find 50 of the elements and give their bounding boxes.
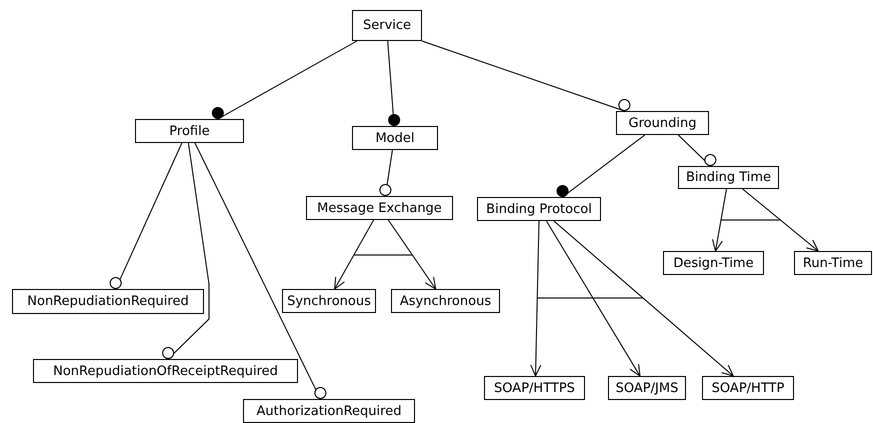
feature-box [484,376,585,400]
feature-label: NonRepudiationOfReceiptRequired [53,364,278,378]
feature-label: Synchronous [287,294,371,308]
feature-box [33,359,298,383]
connector [212,40,358,120]
feature-box [391,289,500,313]
connector [110,142,182,290]
connector [388,220,436,290]
feature-label: SOAP/JMS [616,382,678,394]
feature-label: Run-Time [802,256,864,270]
feature-label: SOAP/HTTPS [494,382,575,394]
feature-box [678,166,779,189]
feature-label: NonRepudiationRequired [27,295,189,308]
feature-box [702,376,794,400]
connector [379,150,393,196]
feature-label: AuthorizationRequired [256,404,402,418]
connector [387,40,400,126]
connector [556,134,646,198]
feature-label: Model [375,132,415,144]
connector [334,220,374,290]
connector [546,220,640,376]
feature-box [477,197,601,221]
feature-box [616,111,709,135]
feature-label: Message Exchange [317,202,442,214]
connector [530,220,542,376]
connector [194,142,326,400]
connector [678,134,716,166]
feature-box [135,119,244,143]
feature-box [352,10,422,41]
feature-box [352,126,438,150]
connector [712,188,727,252]
feature-label: Grounding [628,116,696,130]
feature-box [794,251,872,275]
feature-label: Binding Time [686,171,772,184]
connector [553,220,734,376]
feature-box [282,289,376,313]
feature-box [608,376,686,400]
feature-box [663,251,764,275]
feature-label: Service [362,19,412,32]
connector [422,40,630,112]
feature-label: Binding Protocol [486,202,592,216]
feature-box [12,289,204,314]
feature-label: Design-Time [673,256,754,270]
feature-label: Asynchronous [400,294,492,308]
connector [742,188,819,252]
feature-label: SOAP/HTTP [712,382,784,394]
feature-box [243,399,415,423]
feature-label: Profile [169,124,210,138]
connector [162,142,210,360]
feature-box [306,196,453,220]
